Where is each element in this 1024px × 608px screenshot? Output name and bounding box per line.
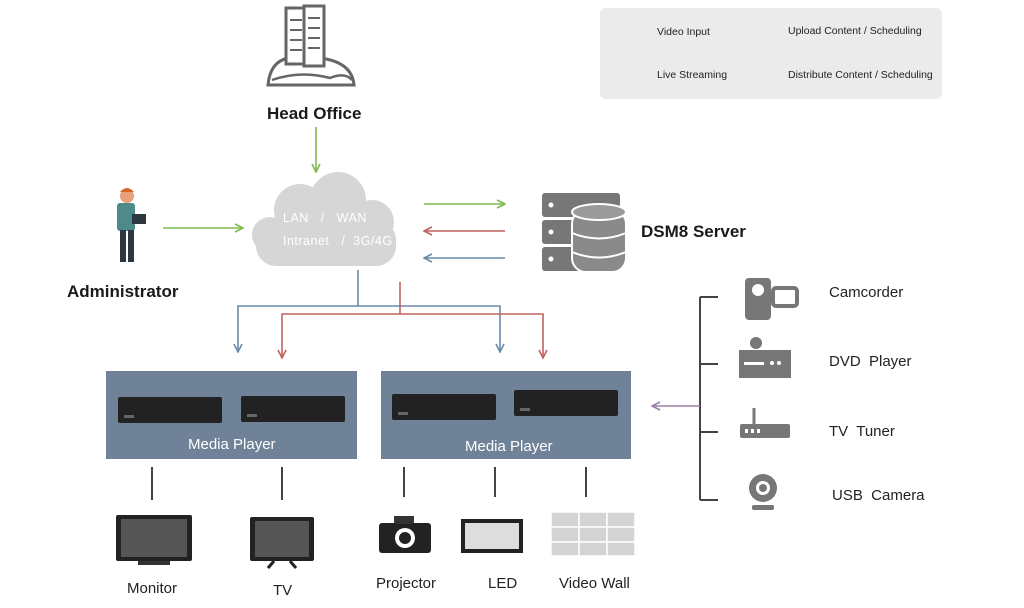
building-icon bbox=[266, 4, 356, 87]
tv-icon bbox=[250, 517, 314, 569]
input-bracket bbox=[699, 296, 718, 501]
legend-upload-content: Upload Content / Scheduling bbox=[788, 25, 922, 37]
led-panel-icon bbox=[461, 519, 523, 553]
input-tv-tuner-label: TV Tuner bbox=[829, 423, 895, 440]
output-tv-label: TV bbox=[273, 582, 293, 599]
video-wall-icon bbox=[550, 511, 636, 557]
output-projector-label: Projector bbox=[376, 575, 437, 592]
server-label: DSM8 Server bbox=[641, 222, 746, 241]
administrator-label: Administrator bbox=[67, 282, 179, 301]
monitor-icon bbox=[116, 515, 192, 565]
output-video-wall-label: Video Wall bbox=[559, 575, 630, 592]
output-led-label: LED bbox=[488, 575, 518, 592]
input-usb-camera-label: USB Camera bbox=[832, 487, 925, 504]
cloud-line-1: LAN / WAN bbox=[283, 211, 367, 225]
legend-distribute-content: Distribute Content / Scheduling bbox=[788, 69, 933, 81]
camcorder-icon bbox=[745, 278, 799, 320]
person-laptop-icon bbox=[117, 188, 146, 262]
media-player-2-label: Media Player bbox=[465, 438, 553, 455]
input-dvd-player-label: DVD Player bbox=[829, 353, 912, 370]
media-box-icon bbox=[118, 390, 618, 423]
output-connectors bbox=[151, 467, 587, 500]
distribution-lines bbox=[238, 270, 543, 358]
head-office-label: Head Office bbox=[267, 104, 362, 123]
input-camcorder-label: Camcorder bbox=[829, 284, 904, 301]
webcam-icon bbox=[749, 474, 777, 510]
legend-video-input: Video Input bbox=[657, 26, 710, 38]
dvd-player-icon bbox=[739, 337, 791, 378]
legend bbox=[600, 8, 942, 99]
output-monitor-label: Monitor bbox=[127, 580, 178, 597]
legend-live-streaming: Live Streaming bbox=[657, 69, 728, 81]
router-icon bbox=[740, 408, 790, 438]
media-player-1-label: Media Player bbox=[188, 436, 276, 453]
cloud-line-2: Intranet / 3G/4G bbox=[283, 234, 393, 248]
cloud-icon bbox=[252, 172, 396, 266]
server-database-icon bbox=[542, 193, 627, 273]
projector-icon bbox=[379, 516, 431, 553]
